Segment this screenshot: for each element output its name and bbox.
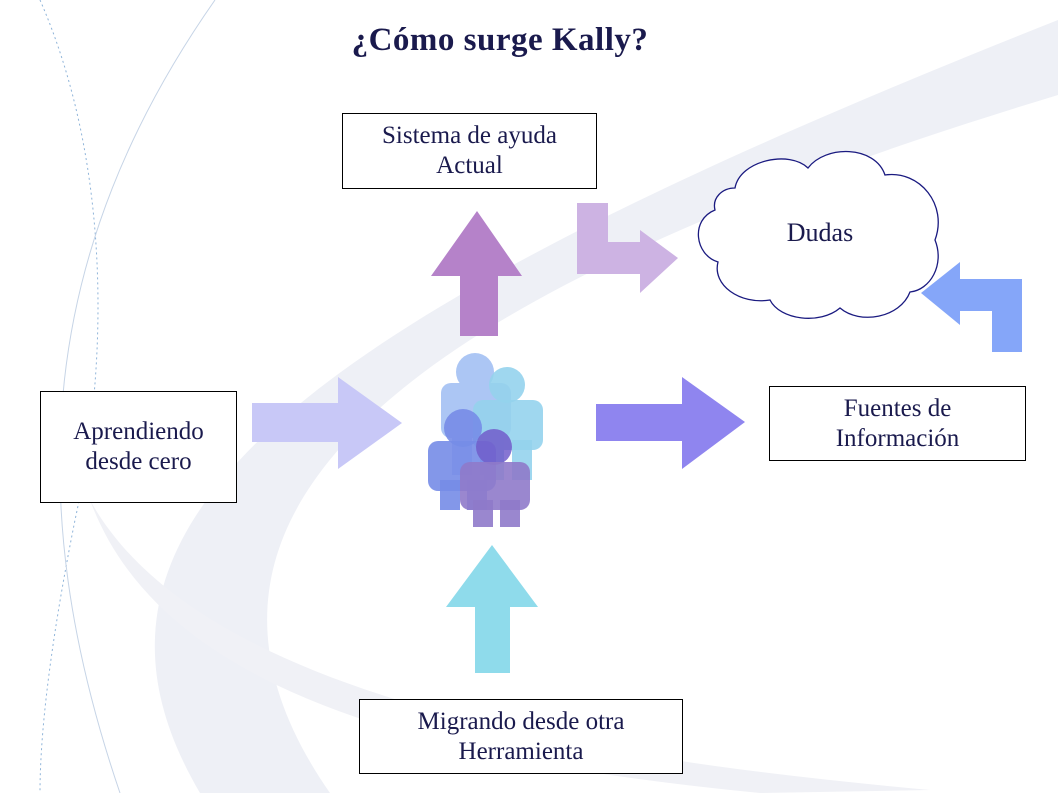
node-fuentes-de-informacion: Fuentes de Información — [769, 386, 1026, 461]
background-dashed-curve-2 — [59, 0, 216, 793]
arrow-bent-to-dudas — [577, 203, 678, 293]
node-migrando-line2: Herramienta — [458, 737, 584, 765]
node-fuentes-line1: Fuentes de — [843, 394, 952, 422]
page-title: ¿Cómo surge Kally? — [351, 22, 649, 58]
node-migrando-line1: Migrando desde otra — [417, 707, 625, 735]
node-aprendiendo-desde-cero: Aprendiendo desde cero — [40, 391, 237, 503]
node-fuentes-line2: Información — [835, 424, 960, 452]
people-group-icon — [428, 353, 543, 527]
node-sistema-de-ayuda: Sistema de ayuda Actual — [342, 113, 597, 189]
node-aprendiendo-line2: desde cero — [85, 448, 192, 475]
node-sistema-line2: Actual — [436, 152, 503, 179]
node-sistema-line1: Sistema de ayuda — [382, 122, 557, 149]
arrow-right-to-fuentes — [596, 377, 745, 469]
arrow-right-from-aprendiendo — [252, 377, 402, 469]
arrow-up-to-sistema — [431, 211, 522, 336]
arrow-bent-from-fuentes-to-dudas — [921, 262, 1022, 352]
arrow-up-from-migrando — [446, 545, 538, 673]
node-migrando-desde-otra-herramienta: Migrando desde otra Herramienta — [359, 699, 683, 774]
dudas-cloud — [697, 150, 939, 319]
dudas-label: Dudas — [786, 218, 854, 247]
node-aprendiendo-line1: Aprendiendo — [73, 418, 204, 445]
